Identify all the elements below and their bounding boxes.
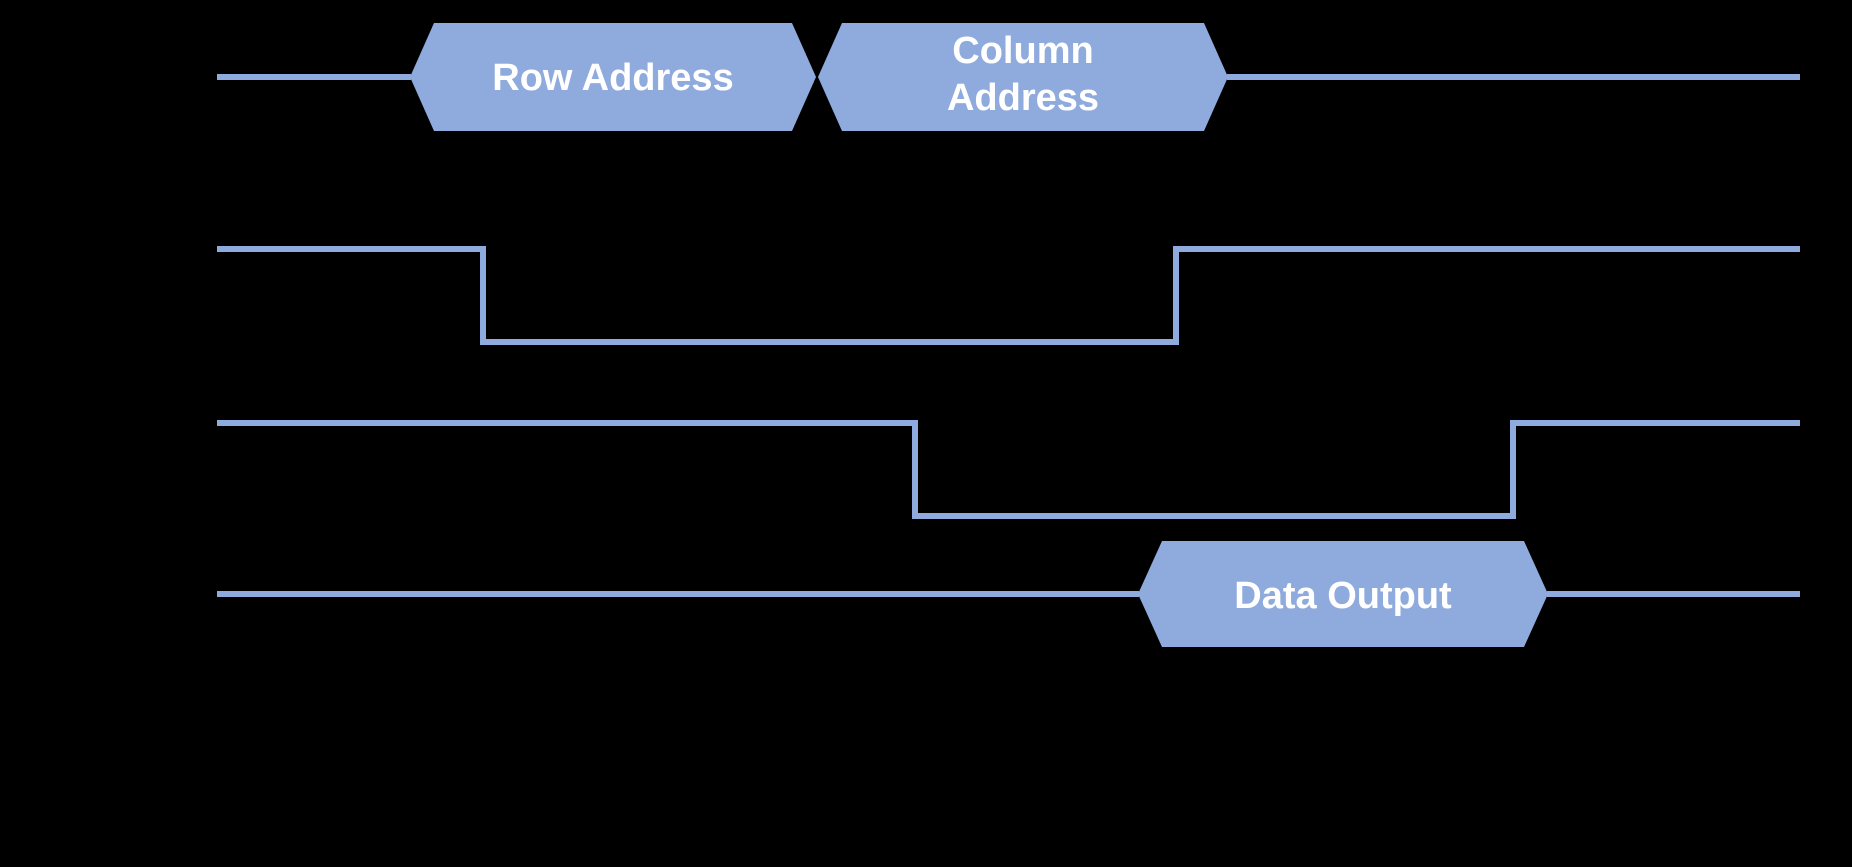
data-output-hexagon bbox=[1138, 541, 1548, 647]
signal-3-waveform bbox=[217, 420, 1800, 519]
column-address-label-line1: Column bbox=[952, 30, 1093, 72]
row-address-label: Row Address bbox=[492, 57, 733, 99]
data-output-label: Data Output bbox=[1234, 575, 1452, 617]
column-address-label-line2: Address bbox=[947, 77, 1099, 119]
signal-2-waveform bbox=[217, 246, 1800, 345]
column-address-hexagon bbox=[818, 23, 1228, 131]
row-address-hexagon bbox=[410, 23, 816, 131]
